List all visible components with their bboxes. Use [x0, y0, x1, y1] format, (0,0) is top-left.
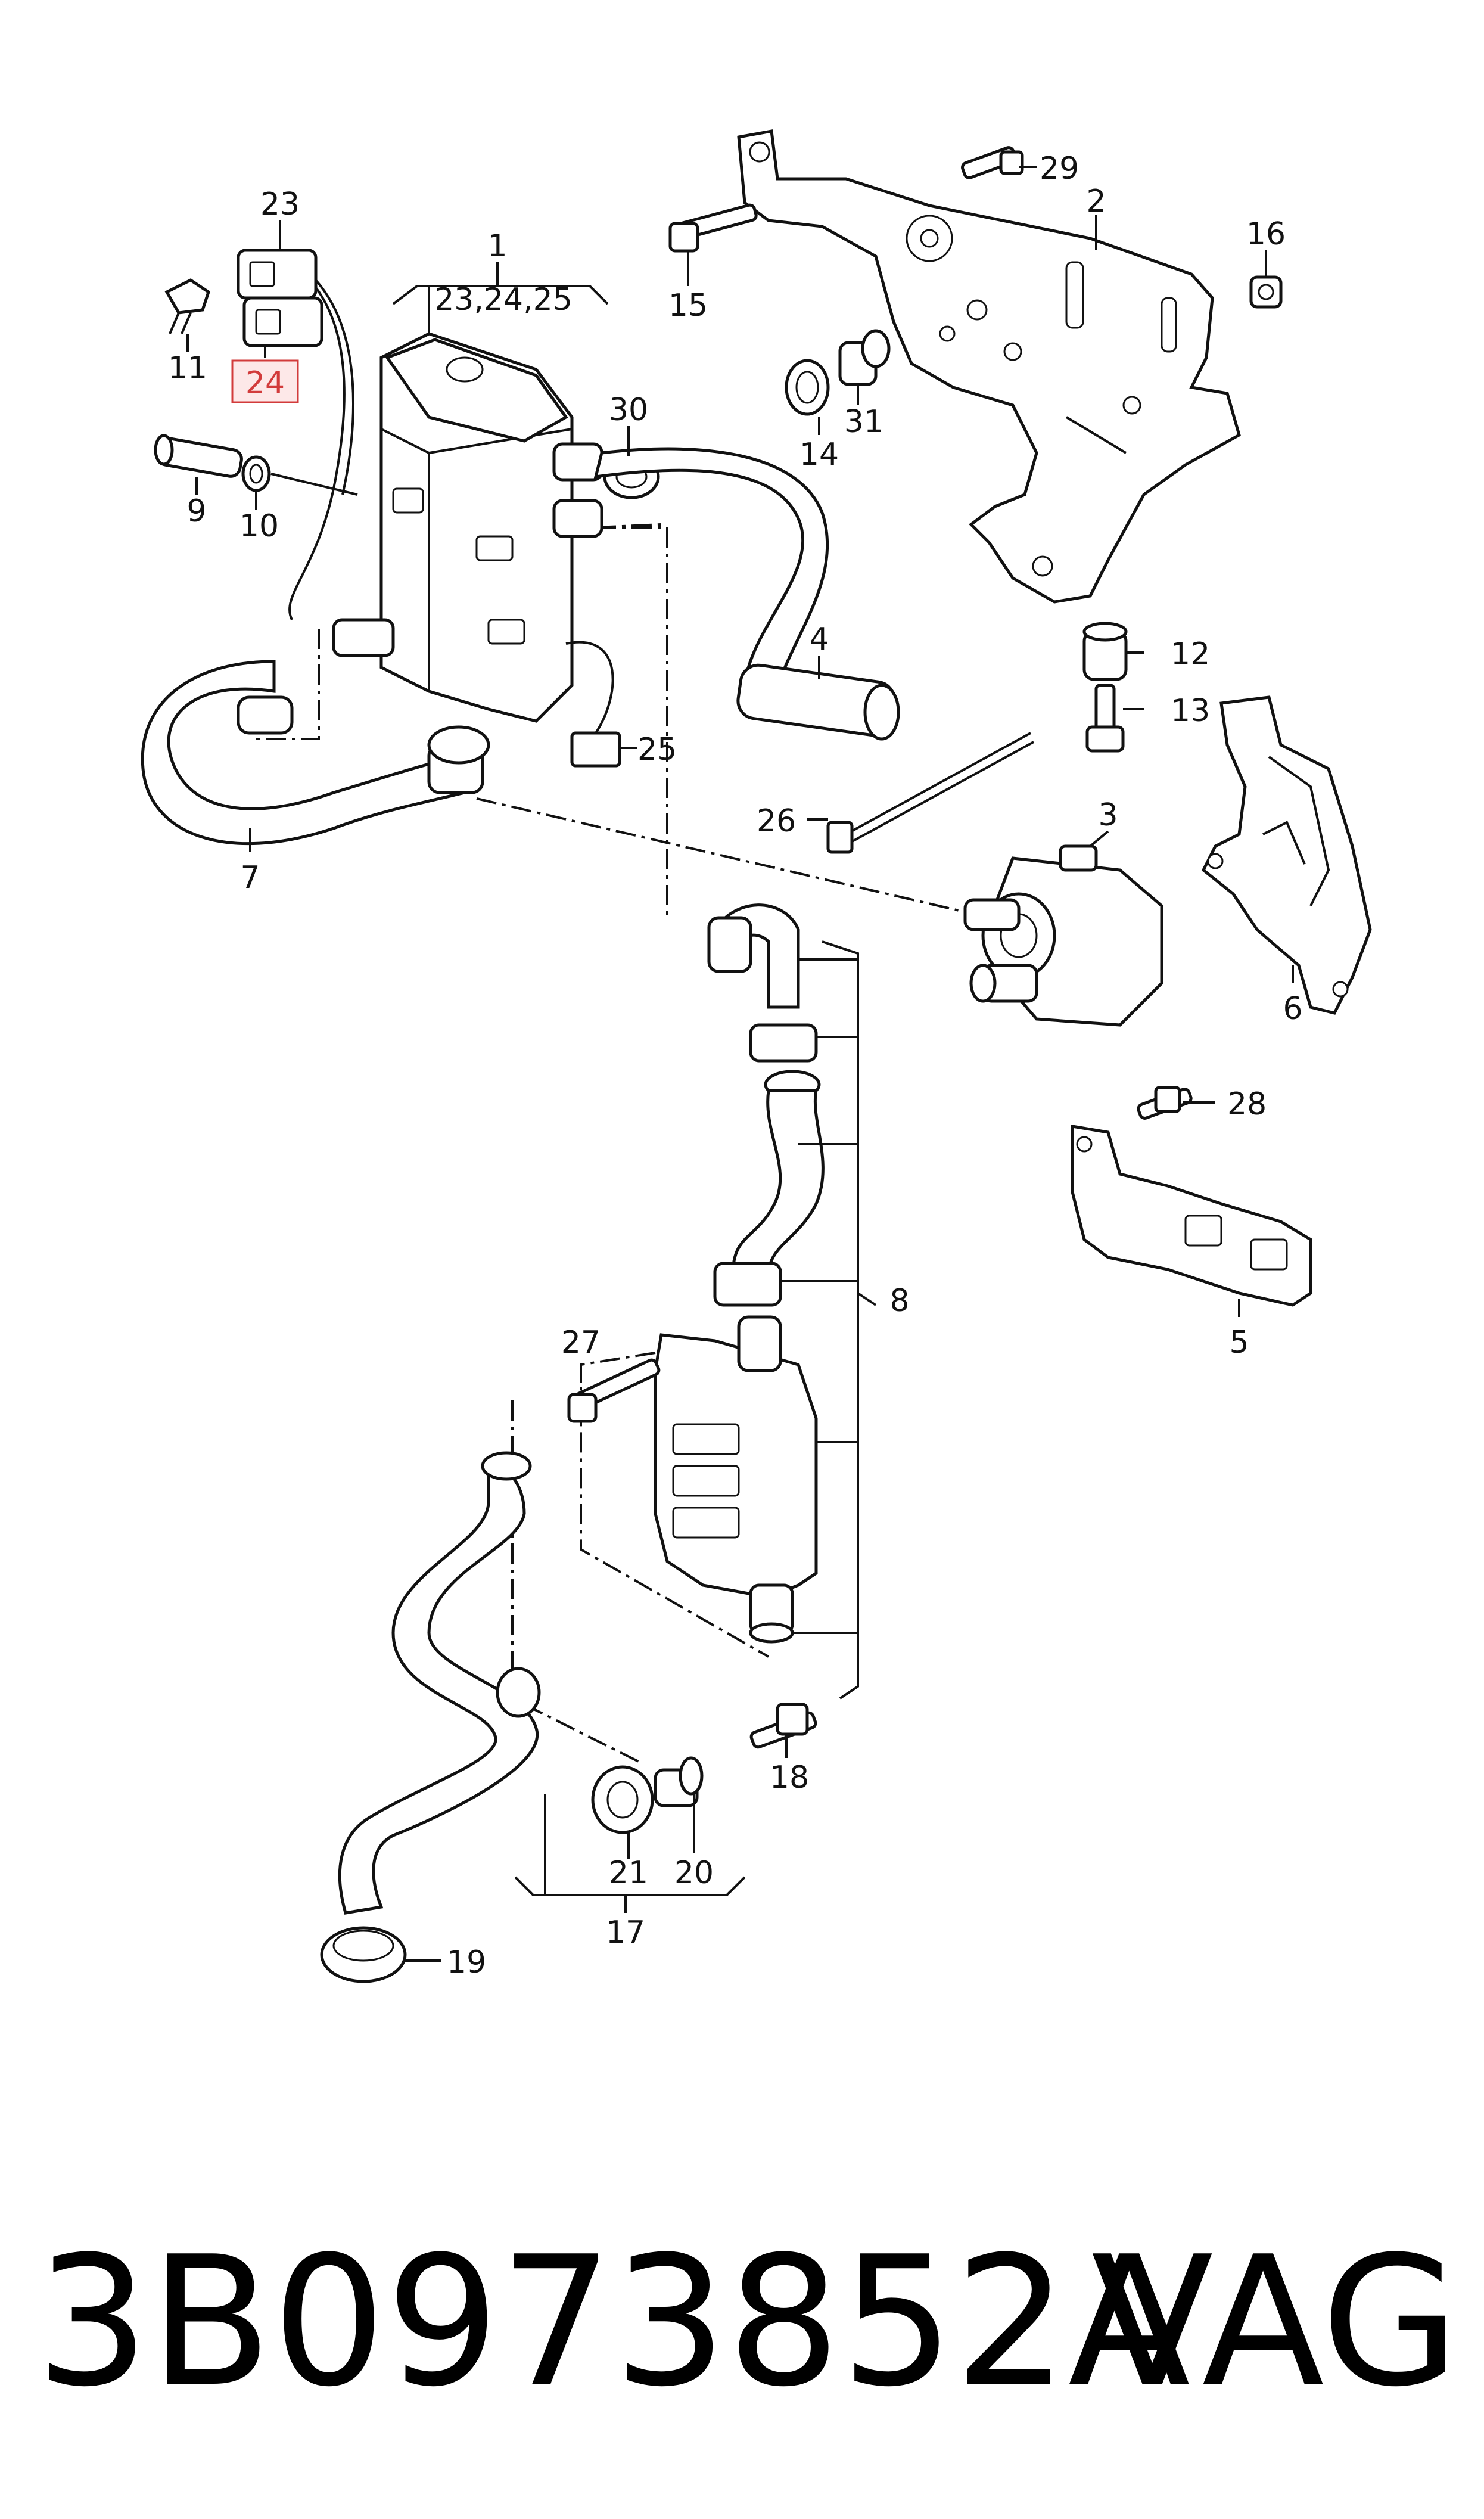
callout-12: 12 — [1171, 636, 1210, 672]
callout-3: 3 — [1098, 797, 1118, 833]
callout-4: 4 — [809, 622, 829, 657]
part-4-hose — [593, 447, 900, 741]
part-15-bolt — [668, 203, 758, 253]
part-13-screw — [1085, 684, 1125, 753]
callout-24-highlight — [231, 359, 299, 403]
callout-23: 23 — [260, 187, 300, 222]
callout-14: 14 — [799, 437, 839, 473]
part-17-hose — [338, 1451, 541, 1915]
callout-18: 18 — [770, 1760, 809, 1796]
part-20-sleeve — [654, 1756, 704, 1807]
part-12-mount — [1082, 622, 1128, 681]
callout-13: 13 — [1171, 693, 1210, 729]
brand-name: VAG — [1091, 2218, 1460, 2426]
part-23-connector — [237, 249, 318, 300]
part-11-clip — [164, 278, 210, 334]
callout-1-sub: 23,24,25 — [434, 282, 573, 318]
part-26-cable-tie — [826, 732, 1034, 854]
part-29-bolt — [961, 146, 1024, 179]
callout-9: 9 — [186, 493, 206, 529]
part-31-sleeve — [838, 329, 891, 386]
part-9-pipe — [154, 434, 243, 478]
callout-8: 8 — [889, 1283, 909, 1319]
callout-25: 25 — [637, 732, 677, 768]
callout-31: 31 — [844, 404, 883, 440]
part-8-hose-assembly — [654, 903, 825, 1644]
part-14-grommet — [785, 359, 830, 416]
part-7-hose — [141, 660, 490, 846]
callout-1: 1 — [487, 228, 507, 264]
callout-28: 28 — [1227, 1086, 1267, 1122]
part-number: 3B0973852A — [36, 2218, 1191, 2426]
callout-17: 17 — [606, 1915, 645, 1950]
part-5-bracket — [1071, 1125, 1312, 1307]
part-3-pump — [963, 844, 1163, 1027]
leader-lines — [186, 166, 1294, 1962]
callout-29: 29 — [1040, 151, 1079, 187]
callout-15: 15 — [668, 288, 708, 324]
callout-5: 5 — [1229, 1325, 1249, 1361]
part-27-bolt — [567, 1358, 661, 1423]
callout-2: 2 — [1086, 184, 1106, 219]
callout-30: 30 — [609, 392, 648, 428]
callout-24: 24 — [245, 365, 285, 401]
wiring-harness — [288, 279, 621, 768]
callout-21: 21 — [609, 1855, 648, 1891]
callout-27: 27 — [561, 1325, 601, 1361]
part-6-heat-shield — [1201, 695, 1372, 1015]
callout-26: 26 — [757, 803, 796, 839]
part-2-bracket — [737, 129, 1241, 604]
callout-10: 10 — [239, 508, 279, 544]
part-28-bolt — [1137, 1086, 1193, 1120]
part-1-heater-unit — [332, 332, 603, 723]
callout-6: 6 — [1283, 991, 1302, 1027]
callout-labels: 1 23,24,25 2 3 4 5 6 7 8 9 10 11 12 13 1… — [168, 151, 1303, 1980]
callout-16: 16 — [1246, 216, 1286, 252]
part-21-grommet — [591, 1765, 654, 1834]
callout-7: 7 — [240, 860, 260, 896]
part-24-connector — [242, 296, 323, 347]
part-19-cap — [320, 1926, 407, 1983]
callout-11: 11 — [168, 350, 207, 386]
callout-20: 20 — [674, 1855, 714, 1891]
part-16-nut — [1249, 275, 1283, 309]
part-18-bolt — [749, 1703, 817, 1749]
callout-19: 19 — [447, 1945, 486, 1980]
part-10-clamp — [241, 455, 358, 496]
